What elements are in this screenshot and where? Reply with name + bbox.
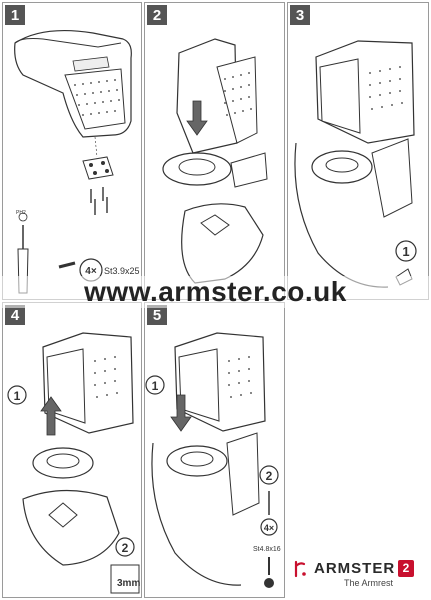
brand-tagline: The Armrest <box>344 578 394 588</box>
step-4-badge: 4 <box>5 305 25 325</box>
step-3-panel: 3 1 <box>287 2 429 300</box>
step-2-panel: 2 <box>144 2 285 300</box>
armster-logo-icon <box>294 560 306 578</box>
step-1-tool-label: PH2 <box>16 210 26 216</box>
step-4-illustration: 1 2 3mm <box>7 332 140 594</box>
step-5-screw-count: 4× <box>264 523 274 533</box>
step-5-panel: 5 1 2 4× St4.8x16 <box>144 302 285 598</box>
step-5-callout-2: 2 <box>266 469 273 483</box>
step-3-badge: 3 <box>290 5 310 25</box>
step-2-illustration <box>162 38 268 284</box>
step-1-panel: 1 4× St3.9x25 PH2 <box>2 2 142 300</box>
step-5-screw-spec: St4.8x16 <box>253 546 281 553</box>
step-4-callout-1: 1 <box>14 389 21 403</box>
brand-logo-block: ARMSTER 2 The Armrest <box>292 556 424 594</box>
step-3-illustration: 1 <box>294 40 417 288</box>
step-1-illustration: 4× St3.9x25 PH2 <box>14 29 140 294</box>
step-2-badge: 2 <box>147 5 167 25</box>
step-1-screw-spec: St3.9x25 <box>104 266 140 276</box>
step-3-callout: 1 <box>402 244 409 259</box>
website-watermark: www.armster.co.uk <box>0 276 431 308</box>
step-5-badge: 5 <box>147 305 167 325</box>
brand-model-badge: 2 <box>398 560 414 577</box>
step-4-panel: 4 1 2 3mm <box>2 302 142 598</box>
brand-name: ARMSTER <box>314 560 396 577</box>
step-1-badge: 1 <box>5 5 25 25</box>
step-4-callout-2: 2 <box>122 541 129 555</box>
step-5-callout-1: 1 <box>152 379 159 393</box>
step-1-screw-count: 4× <box>85 266 97 277</box>
step-5-illustration: 1 2 4× St4.8x16 <box>145 332 281 588</box>
step-4-drill-size: 3mm <box>117 578 140 589</box>
